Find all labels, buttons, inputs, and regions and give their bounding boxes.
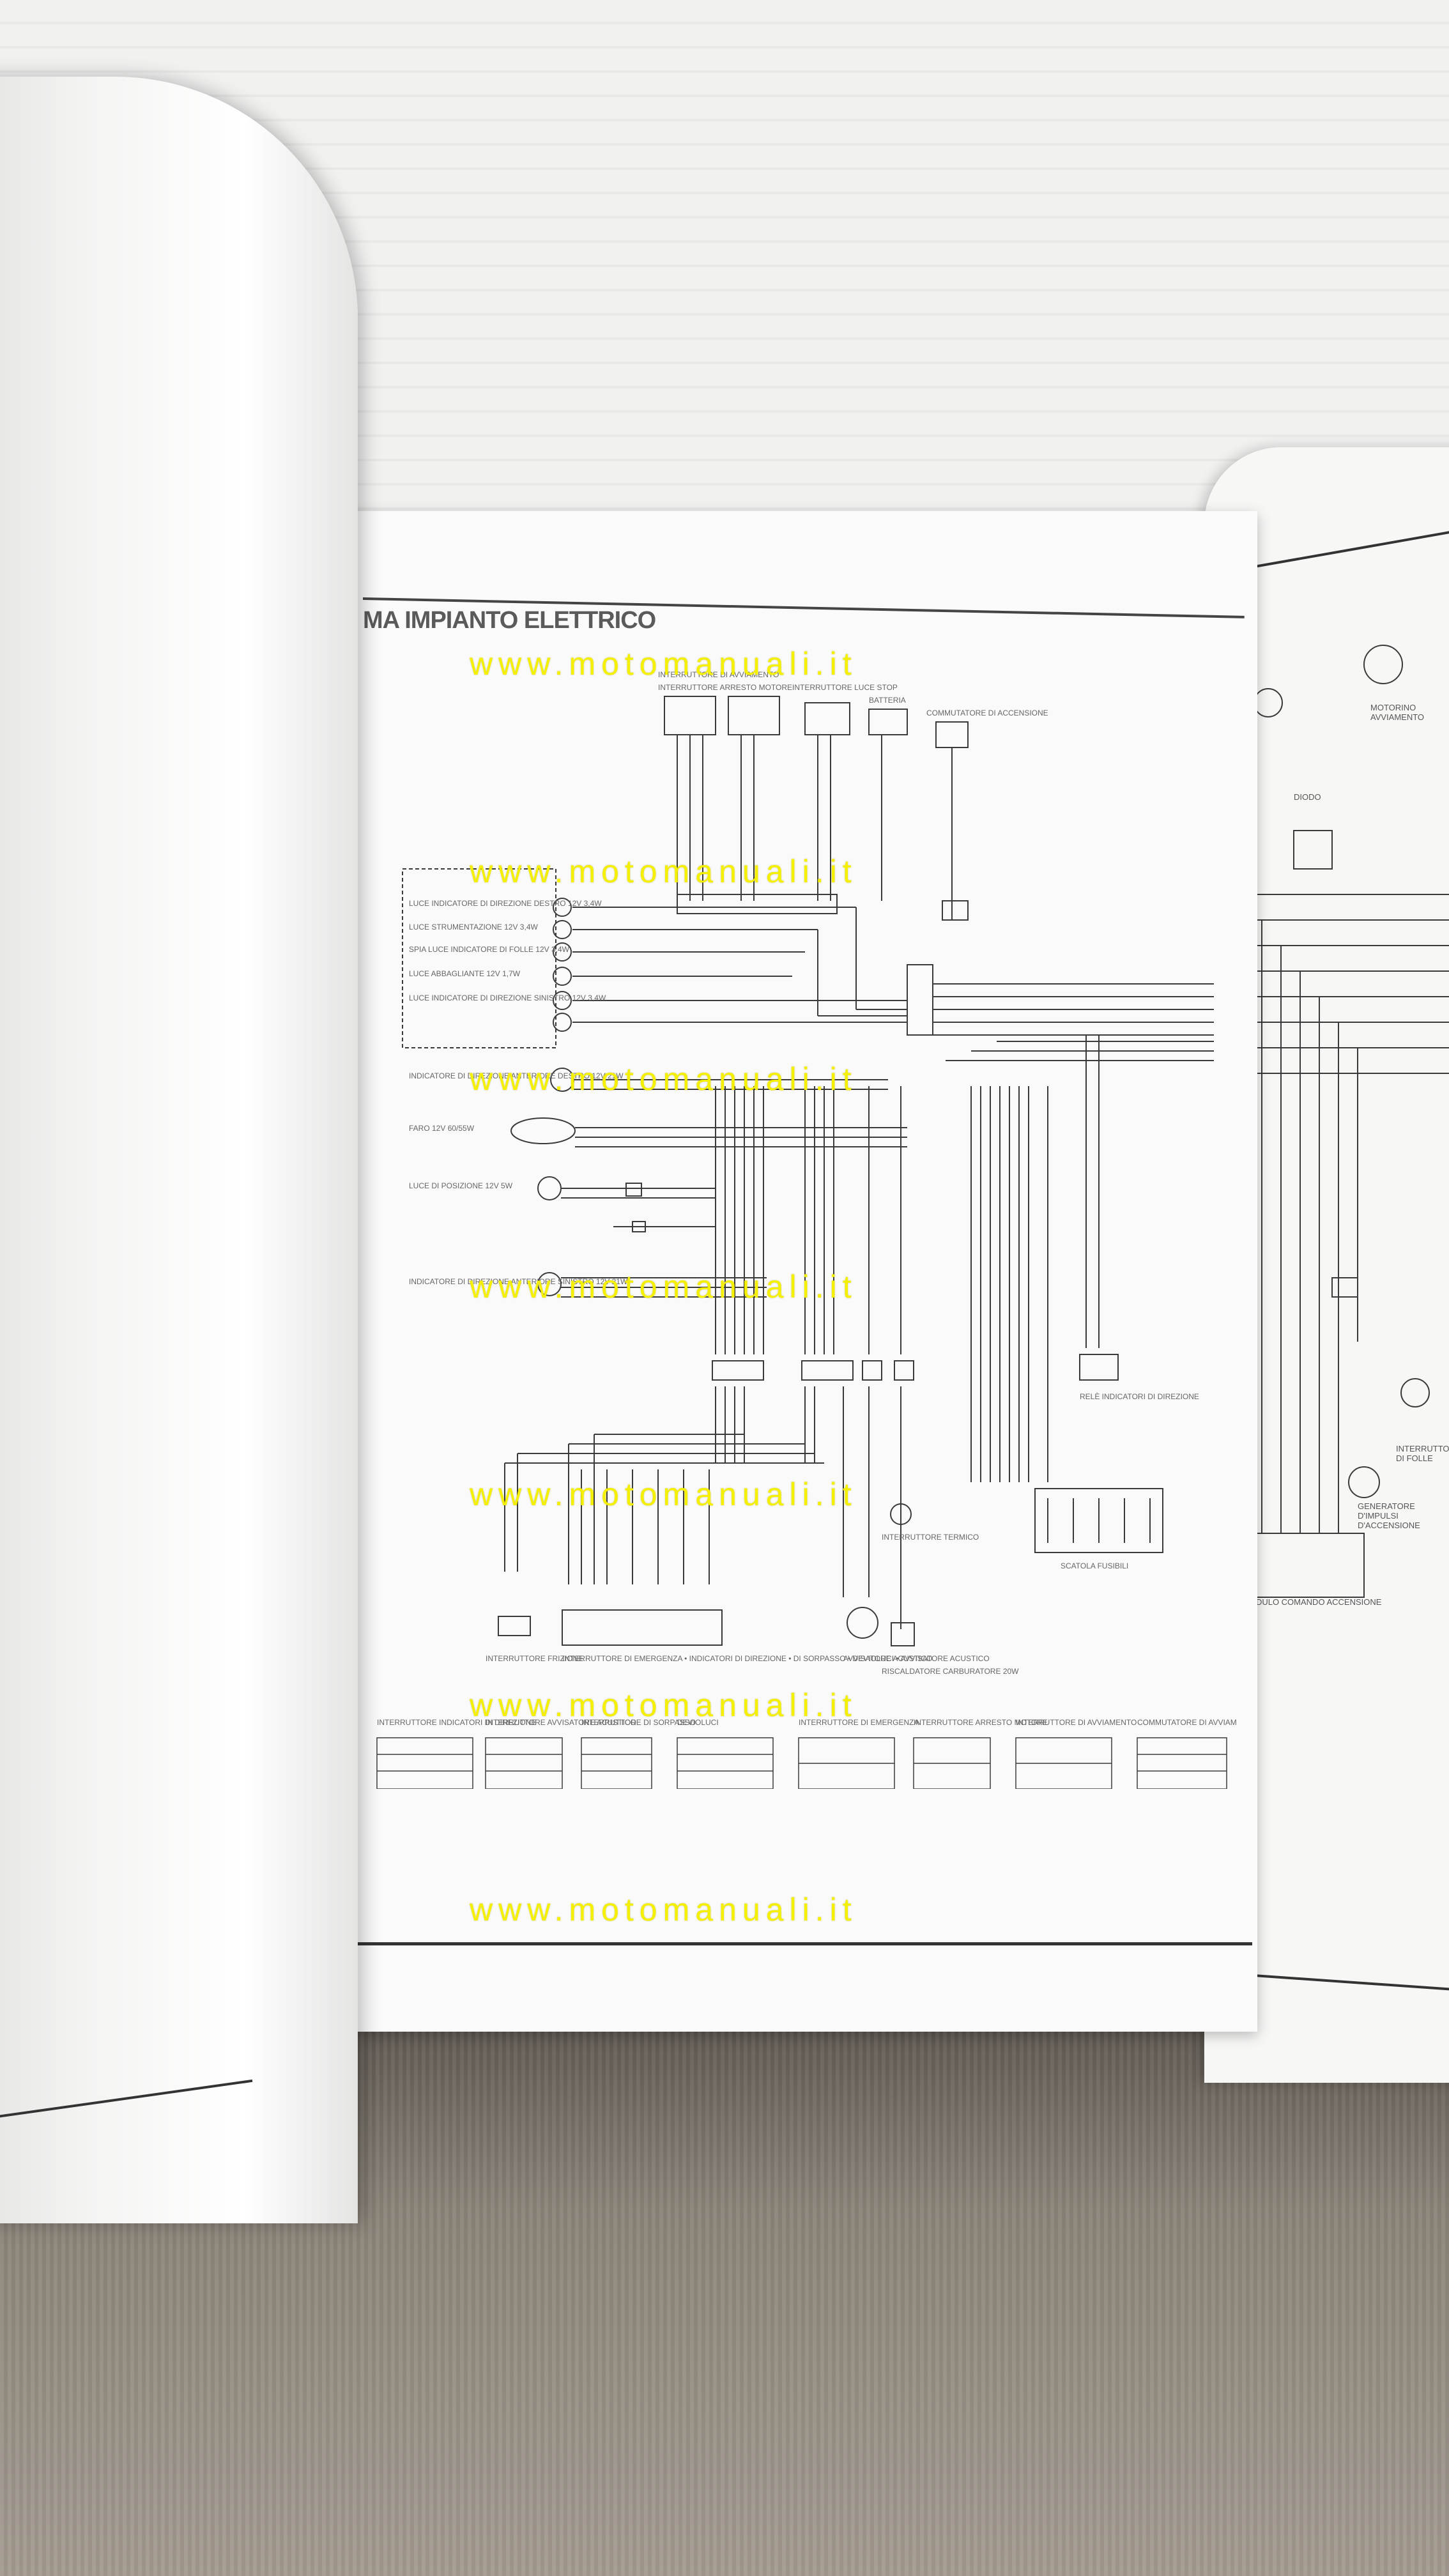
right-label-motorino: MOTORINO AVVIAMENTO: [1370, 703, 1425, 722]
wiring-diagram: INTERRUTTORE INDICATORI DI DIREZIONE INT…: [376, 670, 1237, 1789]
watermark-6: www.motomanuali.it: [470, 1687, 857, 1723]
bottom-label-emergenza: INTERRUTTORE DI EMERGENZA • INDICATORI D…: [562, 1654, 990, 1663]
top-label-commutatore: COMMUTATORE DI ACCENSIONE: [926, 709, 1048, 717]
bulb-icon: [553, 898, 572, 1032]
bottom-label-termico: INTERRUTTORE TERMICO: [882, 1533, 979, 1542]
watermark-1: www.motomanuali.it: [470, 646, 857, 682]
bottom-label-frizione: INTERRUTTORE FRIZIONE: [486, 1654, 583, 1663]
table-title-avviamento: INTERRUTTORE DI AVVIAMENTO: [1016, 1718, 1137, 1727]
switch-tables: INTERRUTTORE INDICATORI DI DIREZIONE INT…: [376, 1718, 1237, 1789]
top-label-avviamento: INTERRUTTORE DI AVVIAMENTO: [658, 670, 779, 679]
table-title-arresto: INTERRUTTORE ARRESTO MOTORE: [914, 1718, 1048, 1727]
watermark-4: www.motomanuali.it: [470, 1269, 857, 1305]
label-folle: SPIA LUCE INDICATORE DI FOLLE 12V 3,4W: [409, 945, 570, 954]
label-posizione: LUCE DI POSIZIONE 12V 5W: [409, 1181, 513, 1190]
table-title-commutatore: COMMUTATORE DI AVVIAM: [1137, 1718, 1237, 1727]
bottom-label-rele: RELÈ INDICATORI DI DIREZIONE: [1080, 1392, 1199, 1401]
top-label-arresto: INTERRUTTORE ARRESTO MOTORE: [658, 683, 792, 692]
top-label-batteria: BATTERIA: [869, 696, 906, 705]
manual-page: MA IMPIANTO ELETTRICO: [345, 511, 1257, 2032]
watermark-3: www.motomanuali.it: [470, 1061, 857, 1097]
page-title: MA IMPIANTO ELETTRICO: [363, 607, 656, 634]
watermark-2: www.motomanuali.it: [470, 854, 857, 889]
table-title-avvisatore: INTERRUTTORE AVVISATORE ACUSTICO: [486, 1718, 636, 1727]
table-title-emergenza: INTERRUTTORE DI EMERGENZA: [799, 1718, 919, 1727]
top-label-stop: INTERRUTTORE LUCE STOP: [792, 683, 898, 692]
watermark-7: www.motomanuali.it: [470, 1892, 857, 1928]
label-abbagliante: LUCE ABBAGLIANTE 12V 1,7W: [409, 969, 521, 978]
bottom-label-fusibili: SCATOLA FUSIBILI: [1061, 1561, 1128, 1570]
table-title-indicatori: INTERRUTTORE INDICATORI DI DIREZIONE: [377, 1718, 536, 1727]
right-label-diodo: DIODO: [1294, 792, 1321, 802]
right-label-modulo: MODULO COMANDO ACCENSIONE: [1243, 1597, 1382, 1607]
bottom-label-avvisatore: AVVISATORE ACUSTICO: [843, 1654, 932, 1663]
label-ant-destro: INDICATORE DI DIREZIONE ANTERIORE DESTRO…: [409, 1071, 624, 1080]
label-strumentazione: LUCE STRUMENTAZIONE 12V 3,4W: [409, 923, 538, 931]
bottom-label-riscaldatore: RISCALDATORE CARBURATORE 20W: [882, 1667, 1019, 1676]
watermark-5: www.motomanuali.it: [470, 1476, 857, 1512]
right-label-generatore: GENERATORE D'IMPULSI D'ACCENSIONE: [1358, 1501, 1420, 1530]
table-title-deviolucci: DEVIOLUCI: [677, 1718, 719, 1727]
label-indicatore-destro: LUCE INDICATORE DI DIREZIONE DESTRO 12V …: [409, 899, 602, 908]
right-label-folle: INTERRUTTORE DI FOLLE: [1396, 1444, 1449, 1463]
table-title-sorpasso: INTERRUTTORE DI SORPASSO: [581, 1718, 696, 1727]
label-faro: FARO 12V 60/55W: [409, 1124, 475, 1133]
left-page-curl: [0, 77, 358, 2223]
label-ant-sinistro: INDICATORE DI DIREZIONE ANTERIORE SINIST…: [409, 1277, 628, 1286]
label-indicatore-sinistro: LUCE INDICATORE DI DIREZIONE SINISTRO 12…: [409, 993, 606, 1002]
